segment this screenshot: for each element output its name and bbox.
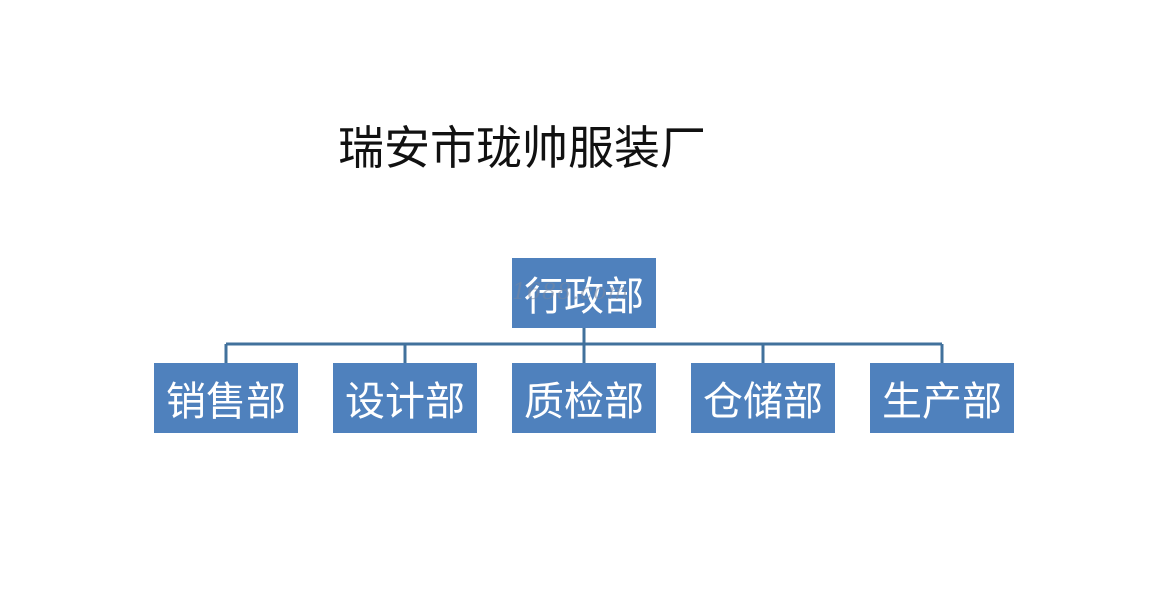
- node-sales-department: 销售部: [154, 363, 298, 433]
- node-quality-department: 质检部: [512, 363, 656, 433]
- node-admin-department: 行政部: [512, 258, 656, 328]
- company-title: 瑞安市珑帅服装厂: [338, 121, 706, 175]
- node-production-department: 生产部: [870, 363, 1014, 433]
- node-warehouse-department: 仓储部: [691, 363, 835, 433]
- node-design-department: 设计部: [333, 363, 477, 433]
